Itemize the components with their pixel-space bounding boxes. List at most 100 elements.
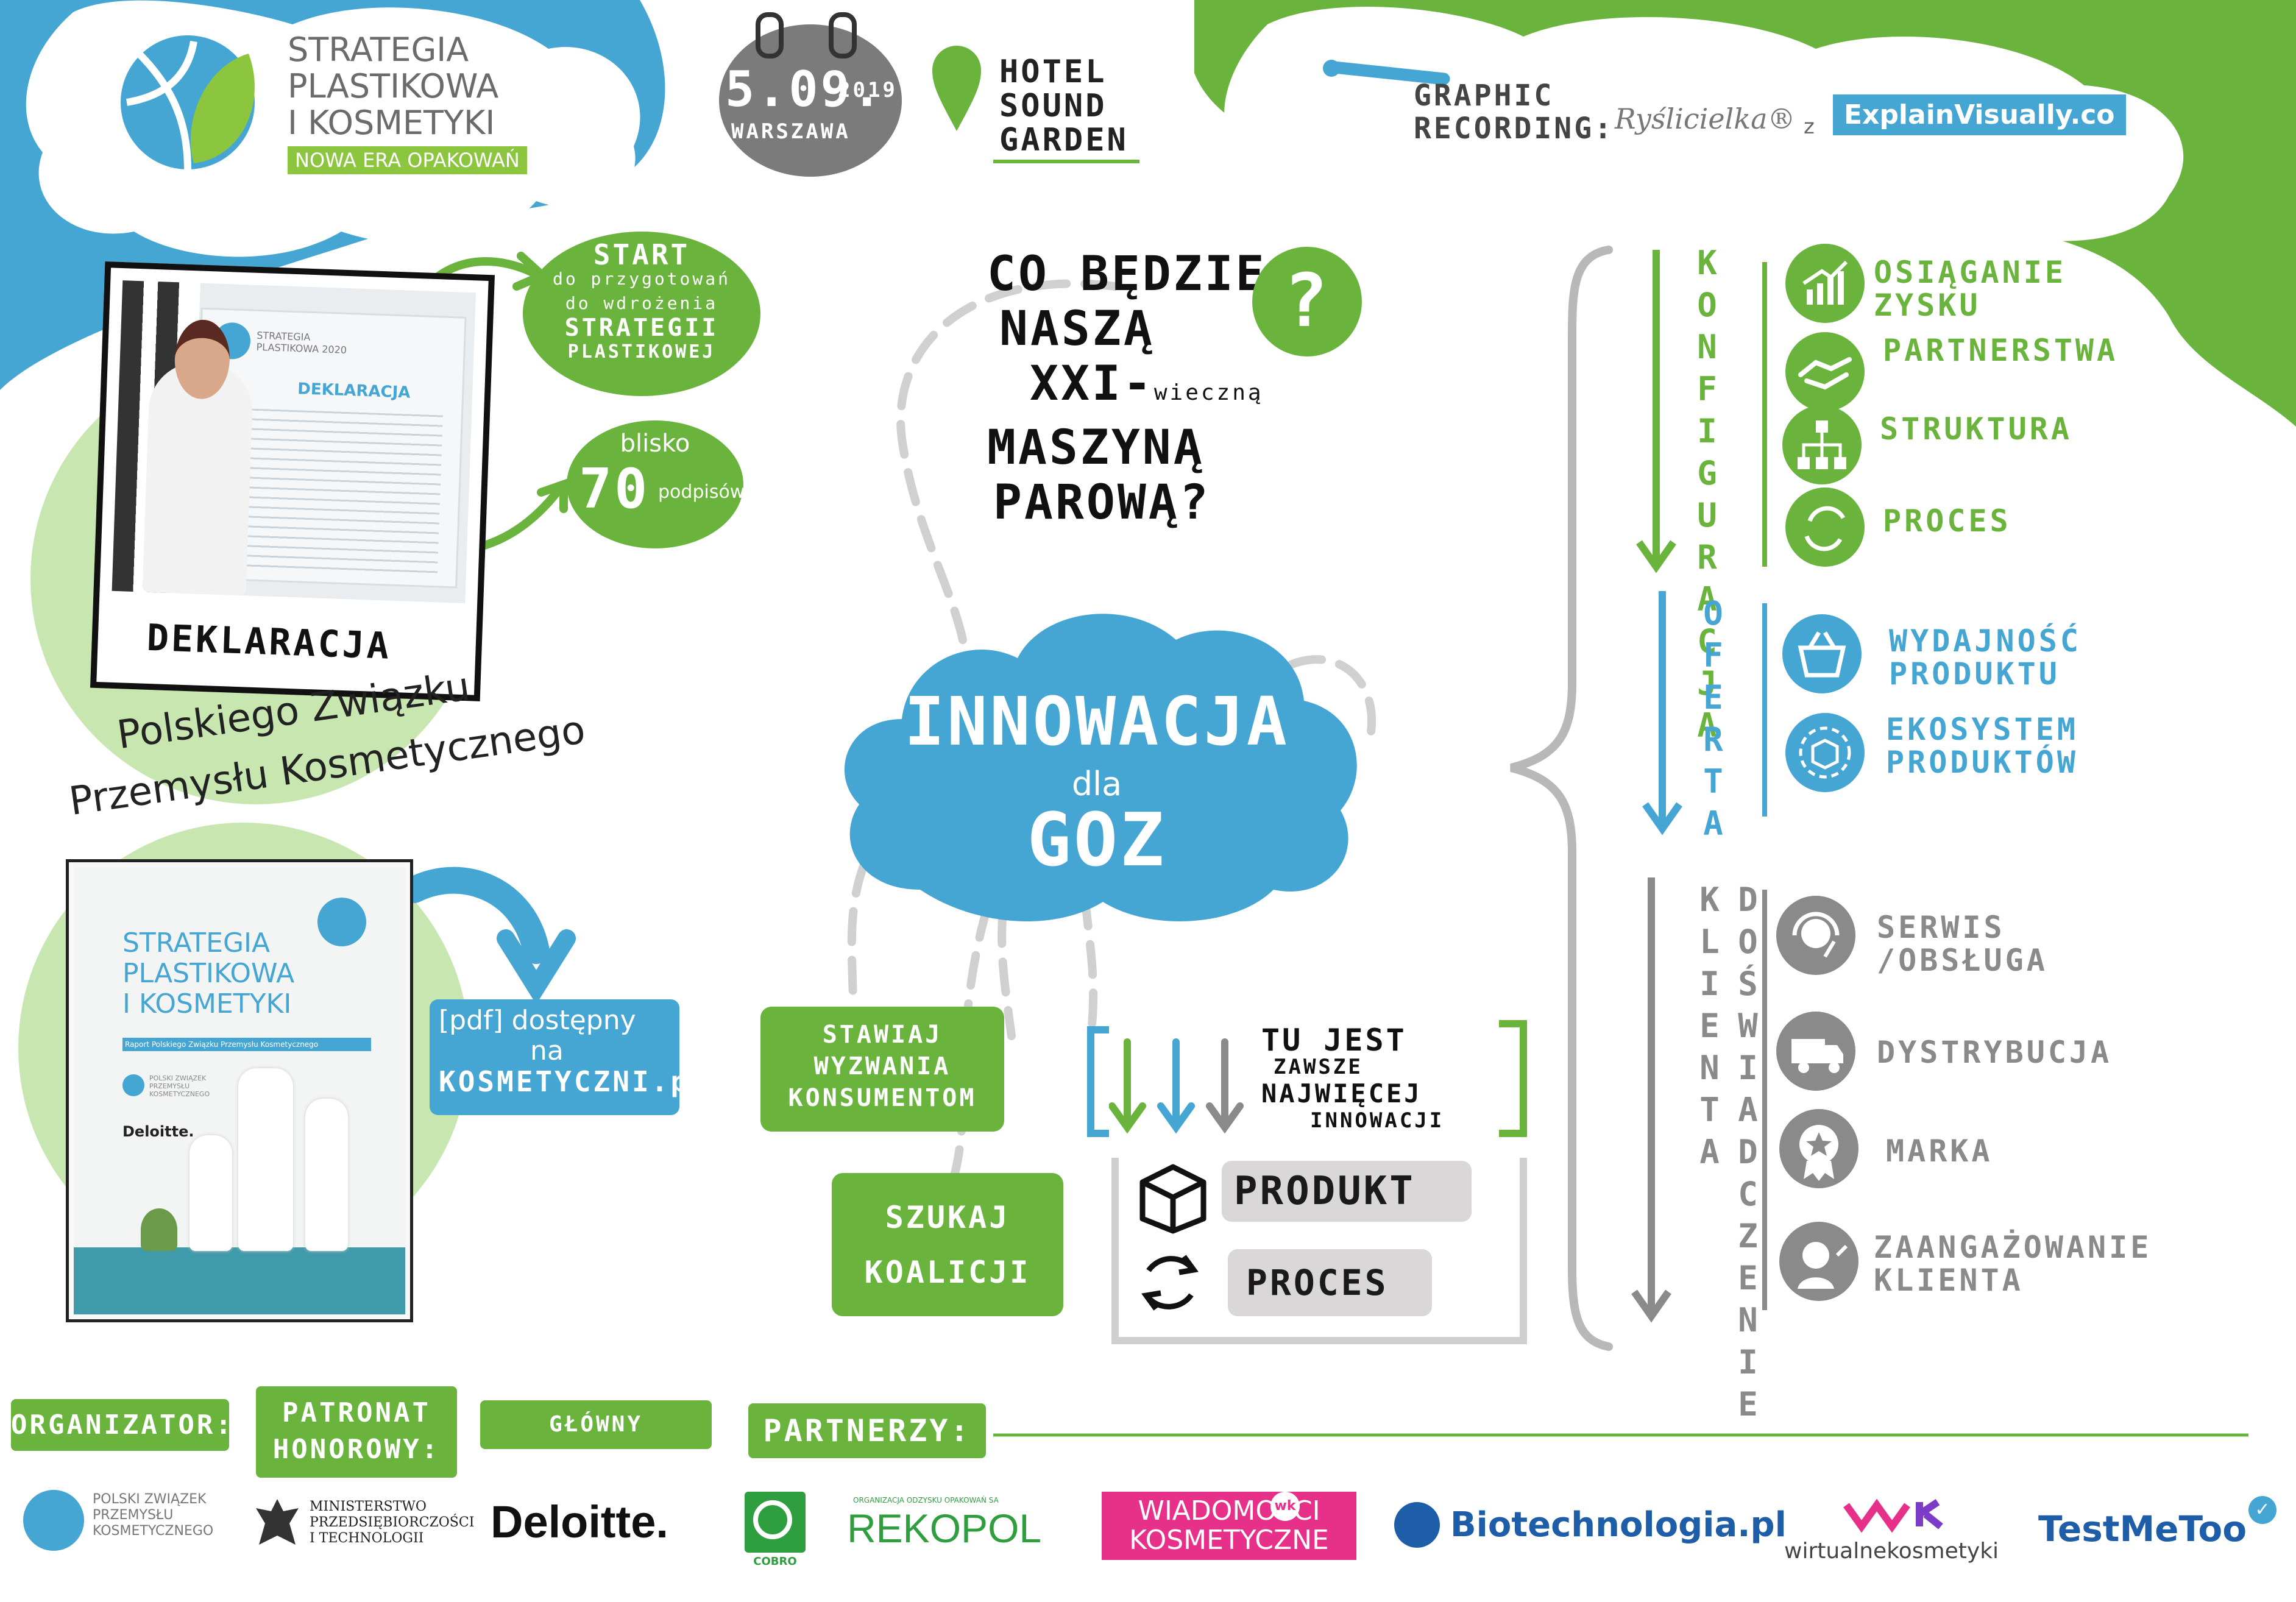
truck-icon (1776, 1012, 1855, 1091)
section-title-experience: DOŚWIADCZENIE KLIENTA (1690, 881, 1767, 1427)
strategy-tagline: NOWA ERA OPAKOWAŃ (288, 146, 527, 174)
patronage-line1: PATRONAT (282, 1397, 431, 1428)
report-subtitle: Raport Polskiego Związku Przemysłu Kosme… (122, 1038, 371, 1051)
date-year: 2019 (838, 78, 898, 102)
pdf-line3[interactable]: KOSMETYCZNI.pl (439, 1065, 709, 1098)
start-line5: PLASTIKOWEJ (567, 341, 716, 363)
start-bubble-text: START do przygotowań do wdrożenia STRATE… (523, 241, 760, 364)
plant-icon (141, 1208, 177, 1251)
section-title-offer: OFERTA (1694, 594, 1732, 846)
wk-line2: KOSMETYCZNE (1129, 1525, 1329, 1556)
bottle-icon (238, 1068, 293, 1251)
start-line2: do przygotowań (552, 269, 731, 289)
question-line2: NASZĄ (999, 302, 1155, 356)
deloitte-logo: Deloitte. (491, 1497, 668, 1547)
recording-line1: GRAPHIC (1414, 79, 1554, 113)
ministry-logo: MINISTERSTWO PRZEDSIĘBIORCZOŚCI I TECHNO… (310, 1499, 474, 1547)
biotech-logo: Biotechnologia.pl (1450, 1505, 1787, 1545)
item-product-efficiency: WYDAJNOŚĆ PRODUKTU (1889, 623, 2082, 692)
recording-label: GRAPHIC RECORDING: (1414, 79, 1614, 145)
pzpk-logo: POLSKI ZWIĄZEK PRZEMYSŁU KOSMETYCZNEGO (93, 1492, 214, 1539)
question-line3: XXI- (1030, 356, 1154, 411)
profit-icon (1785, 244, 1865, 323)
recording-author: Ryślicielka® (1615, 102, 1796, 135)
basket-icon (1782, 614, 1862, 693)
date-badge (719, 24, 902, 177)
handshake-icon (1785, 332, 1865, 411)
venue-line3: GARDEN (999, 122, 1129, 158)
item-service: SERWIS /OBSŁUGA (1877, 910, 2048, 978)
report-cover: STRATEGIA PLASTIKOWA I KOSMETYKI Raport … (74, 867, 405, 1314)
question-line4: wieczną (1153, 380, 1264, 405)
report-org: POLSKI ZWIĄZEK PRZEMYSŁU KOSMETYCZNEGO (149, 1074, 210, 1098)
strategy-title-line1: STRATEGIA (288, 30, 469, 69)
item-profit: OSIĄGANIE ZYSKU (1874, 255, 2066, 323)
section-title-configuration: KONFIGURACJA (1688, 244, 1726, 748)
cloud-line3: GOZ (1027, 798, 1167, 883)
signatures-word: podpisów (658, 481, 745, 503)
produkt-label: PRODUKT (1222, 1161, 1472, 1222)
report-org-icon (122, 1074, 144, 1096)
date-city: WARSZAWA (731, 119, 851, 144)
report-title-line3: I KOSMETYKI (122, 988, 292, 1019)
item-product-ecosystem: EKOSYSTEM PRODUKTÓW (1886, 712, 2078, 780)
innov-line3: NAJWIĘCEJ (1261, 1079, 1422, 1108)
calendar-ring-icon (829, 12, 857, 58)
report-book: STRATEGIA PLASTIKOWA I KOSMETYKI Raport … (66, 859, 413, 1322)
customer-icon (1779, 1222, 1858, 1301)
item-distribution: DYSTRYBUCJA (1877, 1035, 2113, 1070)
cycle-arrows-icon (1141, 1255, 1199, 1311)
wirtualne-logo-icon (1843, 1498, 1943, 1533)
ecosystem-icon (1785, 713, 1865, 792)
date-day: 5.09. (725, 61, 884, 118)
wk-badge: wk (1270, 1492, 1300, 1521)
strategy-logo (115, 29, 261, 178)
start-line4: STRATEGII (564, 314, 719, 342)
recording-line2: RECORDING: (1414, 112, 1614, 146)
venue-underline (993, 160, 1139, 163)
pdf-line2: na (530, 1035, 564, 1066)
item-structure: STRUKTURA (1880, 411, 2072, 447)
footer-patronage-label: PATRONAT HONOROWY: (256, 1386, 457, 1478)
strategy-title-line2: PLASTIKOWA (288, 67, 499, 105)
pzpk-logo-icon (23, 1490, 84, 1551)
question-line1: CO BĘDZIE (987, 247, 1267, 302)
recording-brand[interactable]: ExplainVisually.co (1833, 94, 2126, 135)
innov-line2: ZAWSZE (1274, 1055, 1363, 1079)
start-bubble (523, 232, 760, 396)
strategy-title-line3: I KOSMETYKI (288, 104, 495, 142)
calendar-ring-icon (756, 12, 784, 58)
signatures-top: blisko (620, 430, 690, 458)
cobro-logo-icon (745, 1492, 806, 1553)
report-title-line2: PLASTIKOWA (122, 958, 295, 989)
declaration-photo-frame: STRATEGIA PLASTIKOWA 2020 DEKLARACJA DEK… (90, 261, 495, 701)
cloud-line1: INNOWACJA (904, 682, 1290, 760)
bottle-icon (190, 1135, 232, 1251)
brand-badge-icon (1779, 1109, 1858, 1188)
poster-brand: STRATEGIA PLASTIKOWA 2020 (256, 329, 347, 356)
pdf-box[interactable] (430, 999, 679, 1115)
question-mark-badge (1252, 247, 1362, 356)
testmetoo-logo: TestMeToo (2038, 1508, 2247, 1550)
footer-partners-label: PARTNERZY: (748, 1403, 986, 1458)
footer-organizer-label: ORGANIZATOR: (11, 1399, 232, 1451)
down-arrows-icon (1109, 1038, 1244, 1134)
process-icon (1785, 487, 1865, 567)
innovation-note: TU JEST ZAWSZE NAJWIĘCEJ INNOWACJI (1261, 1025, 1444, 1134)
footer-main-partner-label: GŁÓWNY PARTNER: (480, 1400, 712, 1486)
bottle-icon (305, 1099, 348, 1251)
report-deloitte: Deloitte. (122, 1123, 194, 1140)
location-pin-icon (932, 46, 981, 131)
item-brand: MARKA (1886, 1133, 1993, 1169)
wk-line1: WIADOMOŚCI (1138, 1495, 1320, 1526)
checkmark-icon: ✓ (2248, 1496, 2277, 1524)
coalition-label: SZUKAJ KOALICJI (832, 1173, 1063, 1316)
headset-icon (1776, 896, 1855, 975)
venue-line1: HOTEL (999, 54, 1107, 90)
strategy-title: STRATEGIA PLASTIKOWA I KOSMETYKI (288, 32, 498, 141)
pdf-text: [pdf] dostępny na KOSMETYCZNI.pl (439, 1005, 709, 1097)
signatures-bubble (567, 420, 743, 548)
wirtualne-logo: wirtualnekosmetyki (1784, 1539, 1999, 1564)
challenge-label: STAWIAJ WYZWANIA KONSUMENTOM (760, 1007, 1004, 1132)
cobro-logo: COBRO (753, 1555, 797, 1568)
